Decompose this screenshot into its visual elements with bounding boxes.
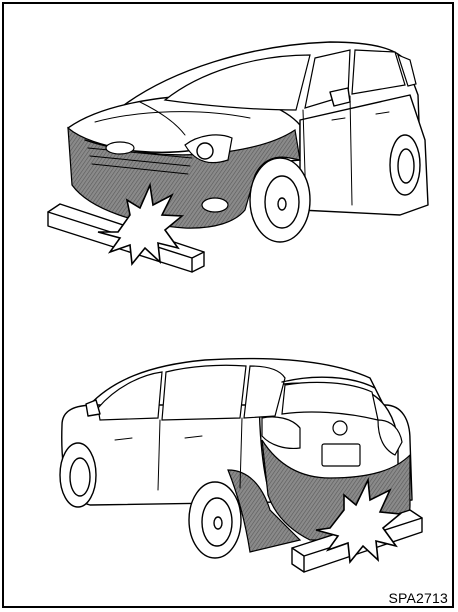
car-front-view xyxy=(68,42,428,242)
figure-code: SPA2713 xyxy=(388,590,448,606)
